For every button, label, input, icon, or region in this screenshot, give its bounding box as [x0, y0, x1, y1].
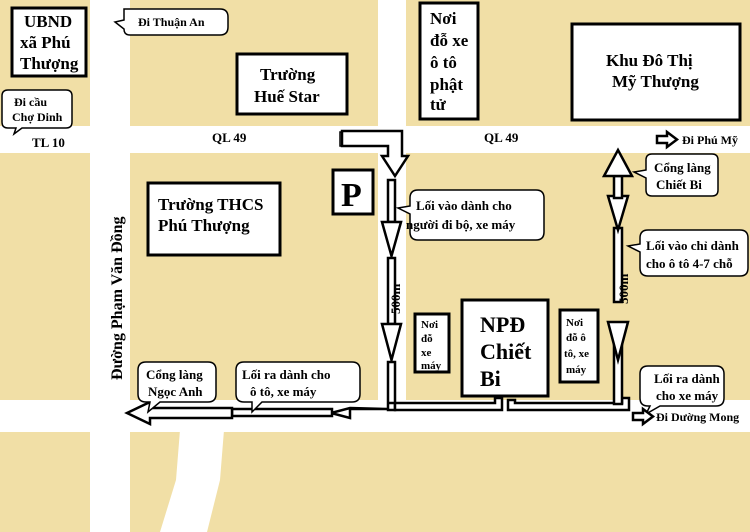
parking-bike-left-line3: xe — [421, 347, 432, 359]
right-arrow-icon — [655, 129, 680, 150]
thcs-line1: Trường THCS — [158, 195, 263, 214]
callout-gate-chiet-bi-line1: Cổng làng — [654, 160, 711, 175]
route-left-arrow1 — [380, 220, 403, 261]
svg-text:UBND: UBND — [24, 12, 72, 31]
khu-do-thi-line2: Mỹ Thượng — [612, 72, 699, 91]
route-south-connector — [388, 396, 504, 412]
callout-thuan-an — [113, 8, 229, 36]
road-pham-van-dong — [90, 0, 130, 532]
parking-top-line5: tử — [430, 95, 447, 114]
direction-duong-mong: Đi Dường Mong — [656, 410, 739, 424]
parking-bike-right-line1: Nơi — [566, 317, 583, 329]
parking-top-line3: ô tô — [430, 53, 457, 72]
callout-car-exit — [235, 361, 361, 414]
route-right-seg3 — [612, 174, 624, 200]
npd-line3: Bi — [480, 366, 501, 391]
svg-text:Thượng: Thượng — [20, 54, 79, 73]
road-south-branch — [160, 430, 224, 532]
callout-bike-exit-line1: Lối ra dành — [654, 371, 721, 386]
road-label-ql49-left: QL 49 — [212, 130, 247, 145]
direction-thuan-an: Đi Thuận An — [138, 15, 205, 29]
callout-pedestrian-entry-line2: người đi bộ, xe máy — [406, 217, 516, 232]
ubnd-line1: UBND — [24, 12, 72, 31]
distance-right-label: 500m — [616, 274, 631, 305]
thcs-line2: Phú Thượng — [158, 216, 250, 235]
direction-phu-my: Đi Phú Mỹ — [682, 133, 738, 147]
parking-top-line1: Nơi — [430, 9, 457, 28]
callout-pedestrian-entry-line1: Lối vào dành cho — [416, 198, 512, 213]
callout-pedestrian-entry — [395, 189, 545, 241]
road-label-ql49-right: QL 49 — [484, 130, 519, 145]
callout-car-entry — [625, 229, 749, 277]
exit-arrow-west-1 — [326, 406, 389, 420]
callout-gate-chiet-bi — [631, 153, 719, 197]
parking-bike-right-line3: tô, xe — [564, 348, 589, 360]
callout-bike-exit-line2: cho xe máy — [656, 388, 719, 403]
route-right-arrow1 — [606, 320, 630, 365]
khu-do-thi-line1: Khu Đô Thị — [606, 51, 693, 70]
parking-bike-right-line2: đỗ ô — [566, 332, 586, 344]
right-arrow-icon-south — [631, 406, 656, 427]
direction-cho-dinh-line2: Chợ Dinh — [12, 110, 63, 124]
npd-line2: Chiết — [480, 339, 532, 364]
khu-do-thi-box — [570, 22, 742, 122]
exit-seg-west — [230, 407, 334, 418]
callout-car-exit-line2: ô tô, xe máy — [250, 384, 317, 399]
hue-star-box — [235, 52, 349, 116]
callout-gate-ngoc-anh — [137, 361, 217, 414]
parking-bike-right-line4: máy — [566, 364, 587, 376]
callout-car-entry-line2: cho ô tô 4-7 chỗ — [646, 256, 733, 271]
direction-cho-dinh-line1: Đi cầu — [14, 95, 47, 109]
route-right-arrow3 — [601, 147, 635, 178]
callout-gate-ngoc-anh-line2: Ngọc Anh — [148, 384, 203, 399]
callout-cho-dinh — [1, 89, 73, 137]
parking-sign-icon — [331, 168, 375, 216]
route-left-seg3 — [386, 360, 397, 412]
ubnd-box — [10, 6, 88, 78]
parking-bike-left-line2: đỗ — [421, 333, 433, 345]
svg-text:xã Phú: xã Phú — [20, 33, 71, 52]
parking-top-line2: đỗ xe — [430, 31, 469, 50]
route-top-segment — [340, 129, 411, 179]
route-left-arrow2 — [380, 322, 403, 365]
callout-bike-exit — [639, 365, 725, 416]
callout-gate-chiet-bi-line2: Chiết Bi — [656, 177, 702, 192]
parking-bike-left-line4: máy — [421, 360, 442, 372]
npd-line1: NPĐ — [480, 312, 525, 337]
parking-bike-left-box — [413, 312, 451, 374]
road-label-pham-van-dong: Đường Phạm Văn Đồng — [109, 216, 126, 380]
hue-star-line1: Trường — [260, 65, 316, 84]
npd-box — [460, 298, 550, 398]
route-left-seg1 — [386, 178, 397, 224]
ubnd-line2: xã Phú — [20, 33, 71, 52]
distance-left-label: 500m — [388, 284, 403, 315]
road-label-tl10: TL 10 — [32, 135, 65, 150]
parking-top-line4: phật — [430, 75, 463, 94]
hue-star-line2: Huế Star — [254, 87, 320, 106]
thcs-box — [146, 181, 282, 257]
parking-bike-left-line1: Nơi — [421, 319, 438, 331]
parking-sign-letter: P — [341, 177, 362, 214]
callout-gate-ngoc-anh-line1: Cổng làng — [146, 367, 203, 382]
callout-car-exit-line1: Lối ra dành cho — [242, 367, 331, 382]
parking-top-box — [418, 1, 480, 121]
parking-bike-right-box — [558, 308, 600, 384]
ubnd-line3: Thượng — [20, 54, 79, 73]
callout-car-entry-line1: Lối vào chỉ dành — [646, 238, 740, 253]
